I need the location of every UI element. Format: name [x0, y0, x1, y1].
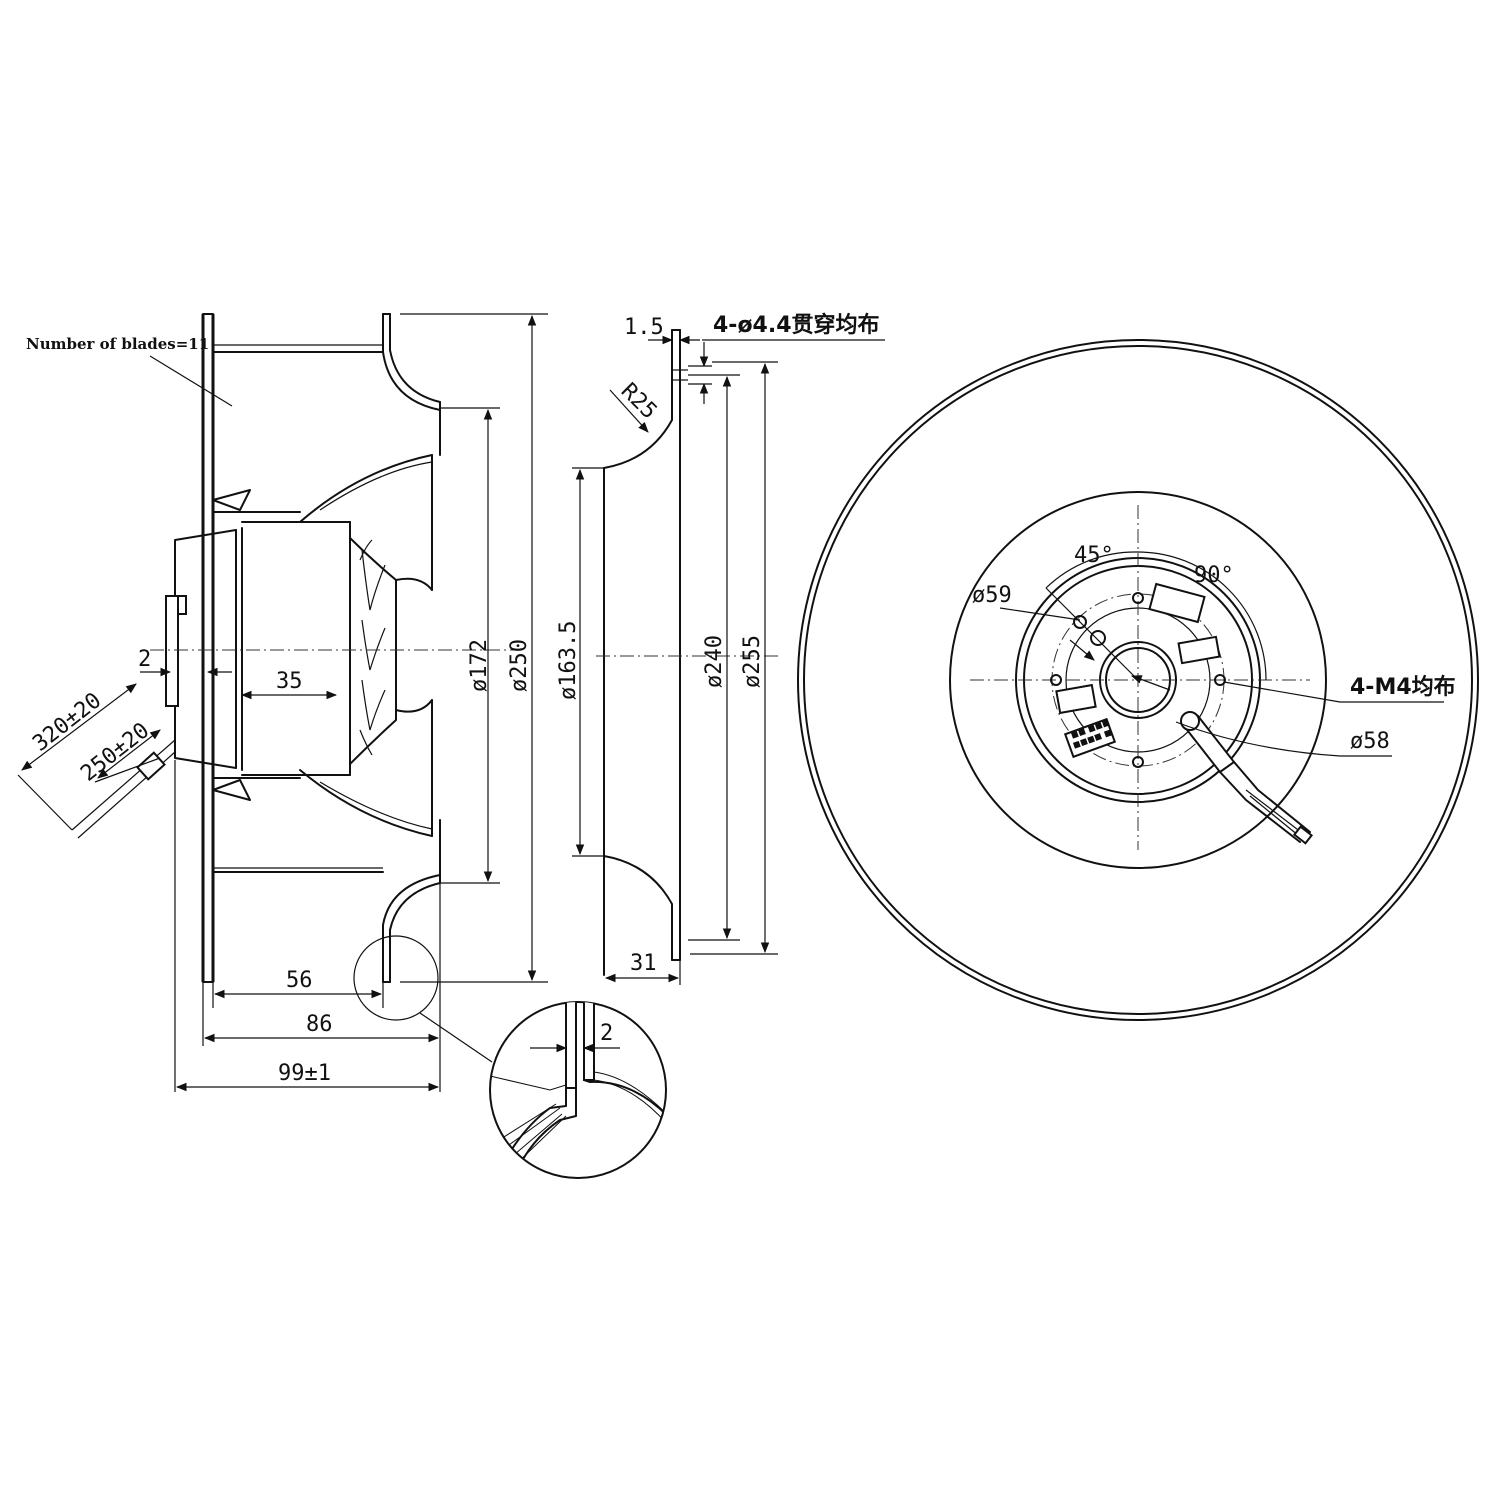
back-plate: [201, 313, 215, 983]
dim-mounting-holes: 4-ø4.4贯穿均布: [713, 312, 880, 338]
dim-dia-255: ø255: [740, 635, 765, 688]
dim-dia-59: ø59: [972, 583, 1012, 608]
dim-cable-250: 250±20: [76, 718, 154, 787]
upper-shroud: [212, 313, 441, 591]
dim-width-35: 35: [276, 669, 303, 694]
thread-spec: 4-M4均布: [1350, 674, 1456, 700]
dim-dia-172: ø172: [467, 639, 492, 692]
detail-marker-circle: [353, 935, 439, 1021]
detail-view: 2: [489, 1001, 667, 1179]
dim-dia-163-5: ø163.5: [556, 621, 581, 700]
motor: [165, 521, 397, 776]
dim-depth-31: 31: [630, 951, 657, 976]
blade-count-note: Number of blades=11: [26, 335, 209, 353]
blade-note-leader: [149, 355, 233, 407]
outer-rim: [797, 339, 1479, 1021]
dim-thickness-1-5: 1.5: [624, 315, 664, 340]
angle-90: 90°: [1194, 563, 1234, 588]
section-view: 1.5 4-ø4.4贯穿均布 R25 ø163.5 ø240: [556, 312, 885, 985]
dim-gap-2: 2: [138, 647, 151, 672]
side-dimensions: 2 35 ø172 ø250 56 86 99±1: [21, 313, 548, 1092]
section-dimensions: 1.5 4-ø4.4贯穿均布 R25 ø163.5 ø240: [556, 312, 885, 985]
dim-radius-r25: R25: [616, 379, 662, 425]
dim-depth-86: 86: [306, 1012, 333, 1037]
dim-cable-320: 320±20: [28, 688, 106, 757]
dim-dia-250: ø250: [507, 639, 532, 692]
dim-detail-thickness-2: 2: [600, 1021, 613, 1046]
hub-disk: [949, 491, 1327, 869]
dim-dia-58: ø58: [1350, 729, 1390, 754]
dim-depth-99: 99±1: [278, 1061, 331, 1086]
cable-gland: [1180, 711, 1313, 845]
dim-depth-56: 56: [286, 968, 313, 993]
rating-label: ■■ ■■■ ■■■■ ■: [1063, 717, 1117, 759]
dim-dia-240: ø240: [702, 635, 727, 688]
detail-leader: [419, 1012, 493, 1063]
lower-shroud: [212, 699, 441, 983]
side-view: Number of blades=11: [17, 313, 548, 1092]
front-view: 45° 90° ■■ ■■■ ■■■■ ■ ø59: [797, 339, 1479, 1021]
angle-45: 45°: [1074, 543, 1114, 568]
